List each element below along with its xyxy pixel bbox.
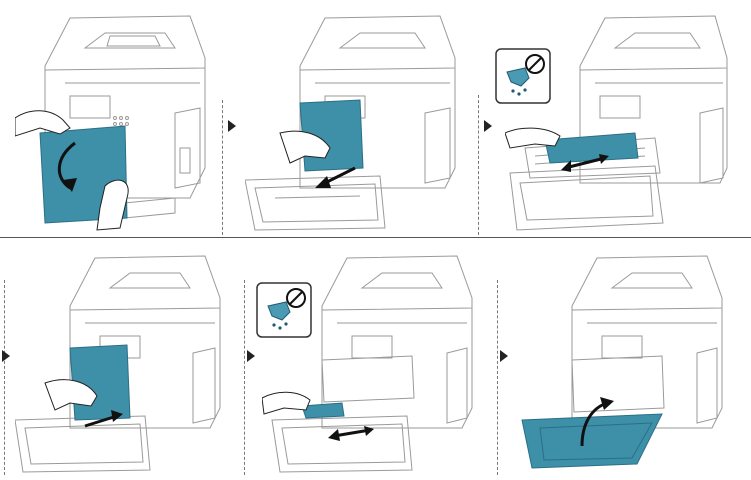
step-arrow-5 (500, 350, 508, 362)
divider-2 (478, 95, 479, 235)
divider-3 (4, 280, 5, 475)
steps-row-bottom (0, 240, 751, 480)
do-not-touch-drum-icon (495, 48, 551, 104)
divider-1 (222, 100, 223, 235)
step-4-printer-drawing (15, 255, 221, 473)
step-5-panel (262, 248, 487, 476)
step-arrow-3 (2, 350, 10, 362)
do-not-touch-drum-icon (256, 282, 312, 338)
caution-icon-2 (256, 282, 312, 338)
step-3-printer-drawing (505, 15, 728, 231)
step-4-panel (15, 248, 230, 476)
steps-row-top (0, 0, 751, 238)
step-arrow-4 (247, 350, 255, 362)
step-5-printer-drawing (262, 255, 473, 473)
divider-5 (497, 280, 498, 475)
step-1-printer-drawing (15, 15, 206, 231)
step-6-printer-drawing (521, 255, 723, 469)
step-3-panel (505, 8, 740, 236)
step-6-panel (512, 248, 737, 476)
divider-4 (244, 280, 245, 475)
step-1-panel (15, 8, 220, 236)
step-2-printer-drawing (245, 15, 456, 231)
row-separator (0, 237, 751, 238)
step-arrow-1 (228, 120, 236, 132)
step-arrow-2 (484, 120, 492, 132)
caution-icon-1 (495, 48, 551, 104)
step-2-panel (245, 8, 470, 236)
